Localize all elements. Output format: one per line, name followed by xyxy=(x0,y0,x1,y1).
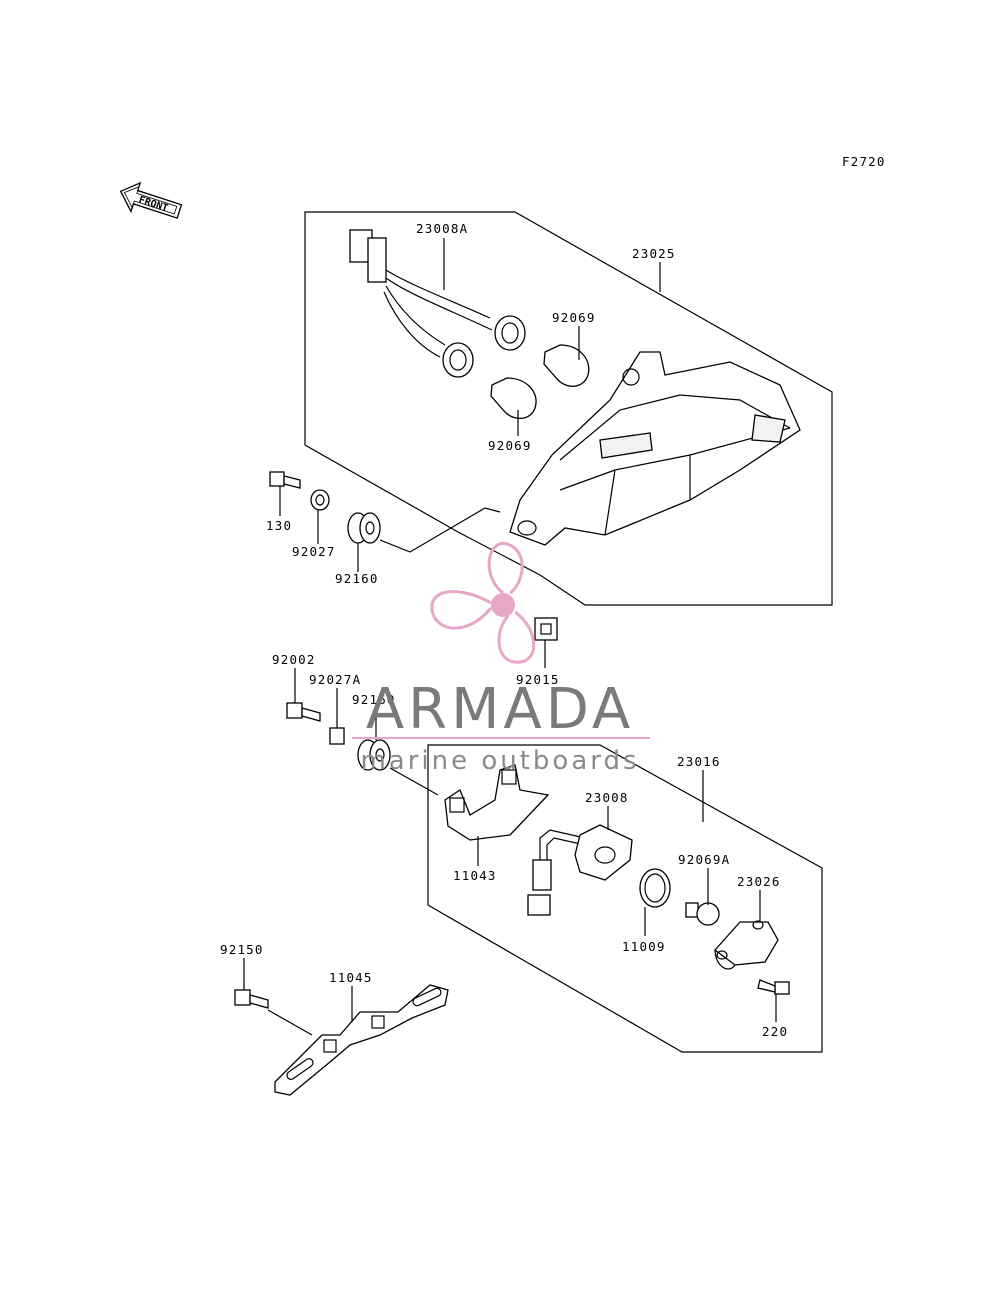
collar-92027 xyxy=(310,489,330,511)
label-23026: 23026 xyxy=(737,874,781,889)
label-11009: 11009 xyxy=(622,939,666,954)
nut-92015 xyxy=(534,617,558,641)
label-11043: 11043 xyxy=(453,868,497,883)
front-arrow-icon: FRONT xyxy=(119,181,183,219)
collar-92027A xyxy=(329,727,345,745)
watermark-brand: ARMADA xyxy=(366,677,634,742)
bolt-92002 xyxy=(286,702,321,722)
bolt-130 xyxy=(269,471,301,489)
license-light-frame xyxy=(427,744,823,1053)
grommet-lower xyxy=(357,739,391,771)
label-23008: 23008 xyxy=(585,790,629,805)
leader-92150 xyxy=(267,1009,313,1036)
screw-220 xyxy=(757,979,790,995)
label-23008A: 23008A xyxy=(416,221,468,236)
tail-light-housing xyxy=(509,351,801,546)
label-92015: 92015 xyxy=(516,672,560,687)
label-92069-upper: 92069 xyxy=(552,310,596,325)
bracket-11043 xyxy=(444,764,550,841)
label-92150: 92150 xyxy=(220,942,264,957)
lens-23026 xyxy=(714,920,779,970)
grommet-upper xyxy=(347,512,381,544)
bolt-92150 xyxy=(234,989,269,1009)
label-92160-lower: 92160 xyxy=(352,692,396,707)
label-130: 130 xyxy=(266,518,292,533)
leader-lines xyxy=(243,238,777,1022)
propeller-logo-icon xyxy=(430,541,536,664)
label-92002: 92002 xyxy=(272,652,316,667)
bracket-11045 xyxy=(274,984,449,1096)
bulb-upper xyxy=(543,344,590,387)
socket-23008 xyxy=(574,824,633,881)
tail-light-assembly-frame xyxy=(304,211,833,606)
bulb-92069A xyxy=(685,902,720,926)
label-220: 220 xyxy=(762,1024,788,1039)
gasket-11009 xyxy=(639,868,671,908)
bulb-lower xyxy=(490,377,537,419)
label-23016: 23016 xyxy=(677,754,721,769)
label-92069-lower: 92069 xyxy=(488,438,532,453)
leader-92160-upper xyxy=(379,507,501,553)
leader-grommet-lower xyxy=(389,767,439,796)
socket-harness xyxy=(349,229,526,378)
label-92027: 92027 xyxy=(292,544,336,559)
label-92160-upper: 92160 xyxy=(335,571,379,586)
label-11045: 11045 xyxy=(329,970,373,985)
figure-code: F2720 xyxy=(842,154,886,169)
label-23025: 23025 xyxy=(632,246,676,261)
watermark-tagline: marine outboards xyxy=(360,746,639,776)
wire-connector xyxy=(527,829,586,916)
label-92027A: 92027A xyxy=(309,672,361,687)
label-92069A: 92069A xyxy=(678,852,730,867)
watermark: ARMADA marine outboards xyxy=(352,541,650,776)
